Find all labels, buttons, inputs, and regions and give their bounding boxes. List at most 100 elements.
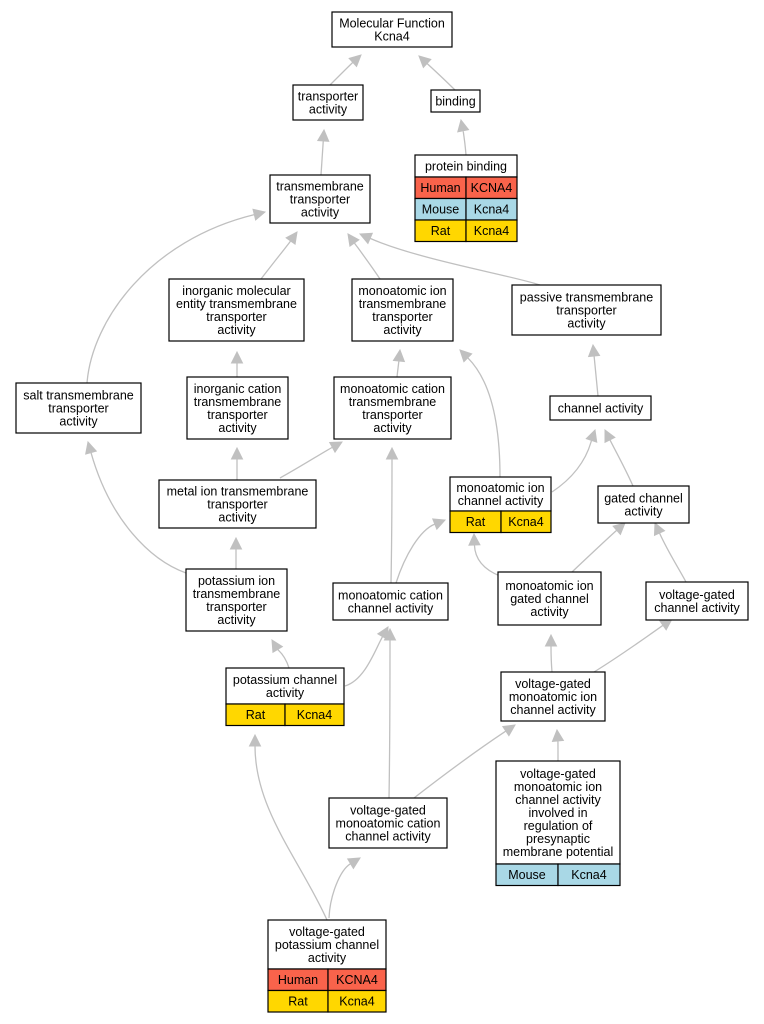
node-label-line: activity [567, 316, 606, 330]
annotation-row-rat: Rat Kcna4 [449, 510, 552, 534]
gene-cell [557, 863, 621, 887]
arrowhead-vgmi-migc [544, 633, 558, 647]
edge-vgmi-vgca [593, 624, 664, 673]
arrowhead-tra-mf [348, 54, 362, 68]
go-term-node-mct[interactable]: monoatomic cationtransmembranetransporte… [333, 376, 452, 440]
node-label-line: activity [217, 323, 256, 337]
species-label: Rat [431, 224, 451, 238]
node-label-line: monoatomic ion [358, 284, 446, 298]
go-term-node-ict[interactable]: inorganic cationtransmembranetransporter… [186, 376, 289, 440]
arrowhead-imt-tmt [285, 231, 298, 246]
go-term-node-mett[interactable]: metal ion transmembranetransporteractivi… [158, 479, 317, 529]
edge-migc-mica [473, 544, 501, 577]
node-box [430, 89, 481, 113]
edge-stt-tmt [86, 213, 255, 384]
node-box [333, 376, 452, 440]
node-label-line: activity [301, 205, 340, 219]
species-label: Rat [466, 515, 486, 529]
edge-vgkc-kca [254, 745, 328, 921]
arrowhead-kca-pit [271, 639, 284, 654]
go-term-node-ca[interactable]: channel activity [549, 395, 652, 421]
edge-tra-mf [329, 61, 354, 86]
node-label-line: activity [59, 414, 98, 428]
arrowhead-vgmc-mcca [383, 627, 397, 641]
go-term-node-mit[interactable]: monoatomic iontransmembranetransporterac… [351, 278, 454, 342]
gene-cell [465, 219, 518, 243]
node-label-line: activity [309, 102, 348, 116]
arrowhead-vgkc-kca [248, 733, 262, 747]
node-label-line: transmembrane [349, 395, 437, 409]
node-label-line: channel activity [345, 829, 431, 843]
node-label-line: voltage-gated [520, 767, 596, 781]
gene-label: Kcna4 [297, 708, 332, 722]
node-label-line: channel activity [558, 401, 644, 415]
gene-label: KCNA4 [471, 181, 513, 195]
node-box [500, 671, 606, 722]
node-label-line: activity [308, 951, 347, 965]
gene-cell [500, 510, 552, 534]
node-label-line: activity [218, 421, 257, 435]
node-box [185, 568, 288, 632]
gene-label: Kcna4 [474, 203, 509, 217]
node-label-line: metal ion transmembrane [167, 484, 309, 498]
arrowhead-vgpr-vgmi [551, 728, 565, 742]
node-label-line: binding [435, 94, 475, 108]
species-label: Mouse [508, 868, 546, 882]
arrowhead-mcca-mica [431, 518, 447, 531]
arrowhead-mit-tmt [347, 233, 360, 248]
node-box [597, 485, 690, 524]
edge-ptt-tmt [369, 237, 541, 286]
node-label-line: potassium channel [233, 673, 337, 687]
node-label-line: monoatomic ion [505, 579, 593, 593]
node-label-line: monoatomic ion [456, 481, 544, 495]
arrowhead-mct-mit [392, 348, 406, 363]
node-box [645, 581, 749, 621]
arrowhead-pb-bind [457, 118, 470, 133]
node-label-line: passive transmembrane [520, 290, 653, 304]
arrowhead-tmt-tra [316, 128, 330, 142]
arrowhead-vgmc-vgmi [501, 724, 516, 737]
arrowhead-migc-mica [468, 532, 481, 546]
edge-imt-tmt [260, 240, 292, 280]
arrowhead-mett-mct [328, 441, 343, 454]
node-label-line: transmembrane [194, 395, 282, 409]
gene-cell [327, 989, 387, 1013]
edge-mct-mit [396, 360, 400, 378]
node-box [549, 395, 652, 421]
node-box [15, 382, 142, 434]
edges-layer [85, 54, 687, 921]
species-label: Human [420, 181, 460, 195]
gene-label: Kcna4 [508, 515, 543, 529]
node-label-line: transmembrane [359, 297, 447, 311]
arrowhead-vgmi-vgca [658, 618, 673, 631]
node-box [292, 84, 364, 121]
node-label-line: channel activity [510, 703, 596, 717]
go-term-node-bind[interactable]: binding [430, 89, 481, 113]
node-label-line: salt transmembrane [23, 388, 134, 402]
go-term-node-pit[interactable]: potassium iontransmembranetransporteract… [185, 568, 288, 632]
edge-mica-mit [467, 357, 501, 478]
node-label-line: channel activity [348, 601, 434, 615]
node-label-line: gated channel [604, 491, 683, 505]
